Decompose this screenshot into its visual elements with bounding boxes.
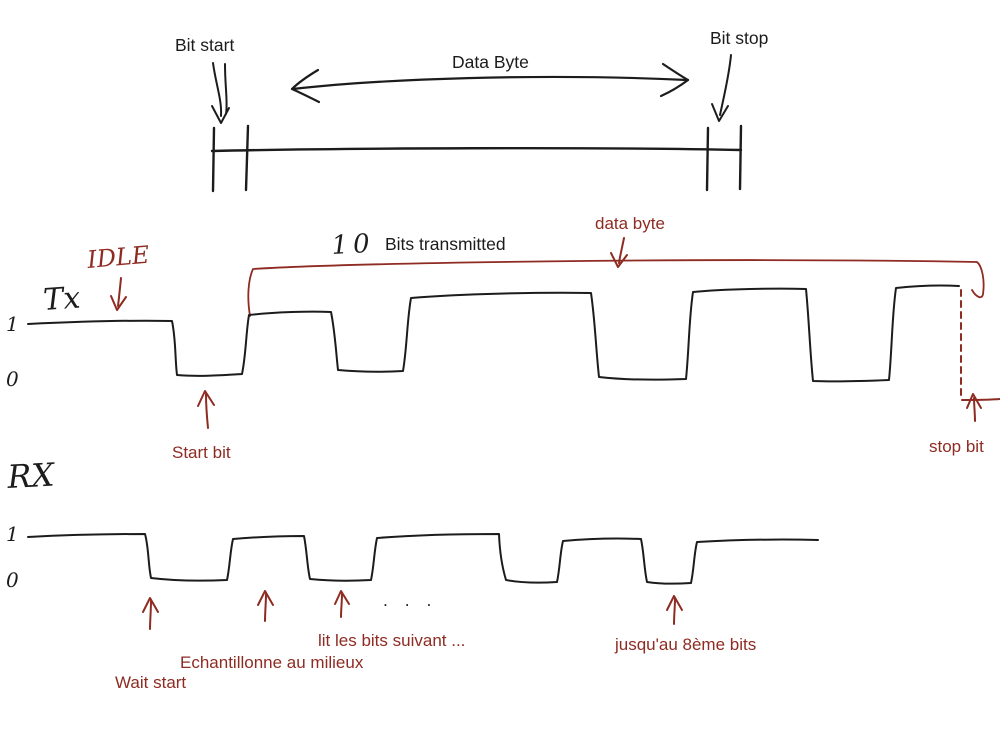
wait-start-label: Wait start [115, 673, 186, 692]
span-arrowhead-right-top [661, 62, 690, 82]
data-byte-bracket [247, 259, 985, 317]
wait-start-arrow [149, 600, 152, 630]
stop-bit-arrow [973, 397, 976, 422]
ruler-tick-left-outer [211, 126, 216, 193]
ten-label: 10 [331, 229, 376, 261]
bit-start-arrow-stroke2 [224, 63, 228, 115]
rx-waveform [27, 533, 819, 585]
start-bit-arrowhead [197, 390, 215, 407]
rx-level-0: 0 [6, 568, 19, 592]
read-next-arrowhead [334, 590, 350, 605]
data-byte-label: data byte [595, 214, 665, 233]
stop-bit-label: stop bit [929, 437, 984, 456]
ruler-tick-left-inner [244, 124, 250, 192]
rx-level-1: 1 [6, 522, 19, 546]
sample-middle-label: Echantillonne au milieux [180, 653, 364, 672]
span-arrowhead-left-bottom [290, 87, 321, 104]
tx-label: Tx [42, 280, 81, 317]
ruler-tick-right-inner [705, 126, 710, 192]
span-arrowhead-left-top [290, 68, 320, 91]
idle-arrow [117, 277, 122, 307]
until-eighth-arrowhead [666, 595, 683, 611]
read-next-label: lit les bits suivant ... [318, 631, 465, 650]
start-bit-label: Start bit [172, 443, 231, 462]
sample-middle-arrow [264, 593, 267, 622]
bit-stop-label: Bit stop [710, 28, 768, 48]
idle-label: IDLE [85, 241, 151, 274]
bit-stop-arrowhead [711, 103, 729, 122]
ellipsis: . . . [383, 590, 437, 610]
stop-bit-low-segment [961, 398, 1000, 401]
until-eighth-arrow [673, 598, 676, 625]
idle-arrowhead [110, 295, 127, 311]
rx-label: RX [5, 456, 56, 497]
tx-waveform [27, 284, 960, 383]
read-next-arrow [340, 593, 343, 618]
ruler-tick-right-outer [738, 124, 743, 191]
data-byte-span-label: Data Byte [452, 52, 529, 72]
stop-bit-arrowhead [966, 393, 982, 409]
tx-level-1: 1 [6, 312, 19, 336]
wait-start-arrowhead [142, 597, 159, 613]
bit-start-arrowhead [211, 105, 230, 124]
sample-middle-arrowhead [257, 590, 274, 606]
data-byte-span-arrow [291, 75, 689, 91]
bit-stop-arrow [719, 54, 732, 116]
until-eighth-label: jusqu'au 8ème bits [614, 635, 756, 654]
tx-level-0: 0 [6, 367, 19, 391]
bit-start-label: Bit start [175, 35, 234, 55]
bit-start-arrow [212, 62, 223, 117]
bits-transmitted-label: Bits transmitted [385, 234, 506, 254]
ruler-line [210, 146, 743, 153]
data-byte-arrowhead [610, 252, 628, 268]
span-arrowhead-right-bottom [659, 78, 690, 98]
start-bit-arrow [205, 393, 209, 429]
